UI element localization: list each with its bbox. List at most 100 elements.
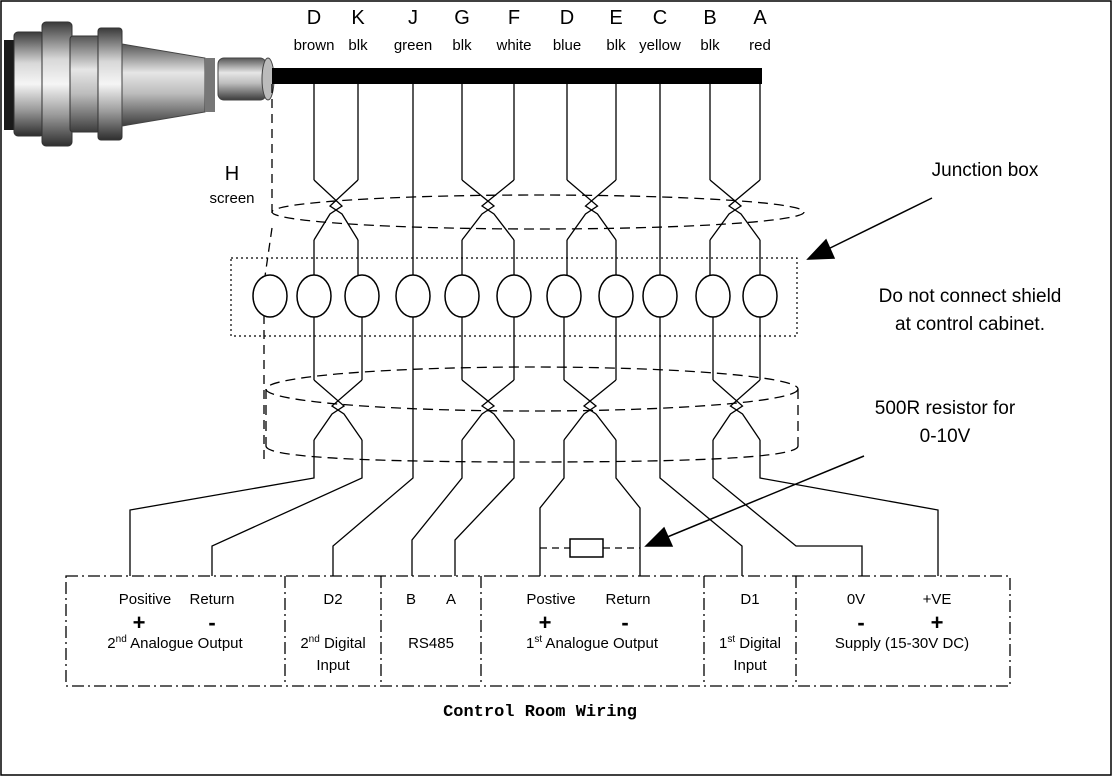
resistor-500r: [540, 538, 640, 558]
wire-supply-0v: [712, 462, 863, 576]
wire-color-label: blk: [452, 37, 472, 54]
twisted-pair-cross: [709, 179, 743, 241]
terminal-1st-analogue-output: Postive Return + - 1st Analogue Output: [526, 591, 659, 652]
twisted-pair-cross: [584, 179, 617, 241]
di2-name-line1: 2nd Digital: [300, 634, 365, 652]
terminal-2nd-digital-input: D2 2nd Digital Input: [300, 591, 365, 674]
supply-plus-sign: +: [931, 610, 944, 635]
di1-name-line2: Input: [733, 657, 767, 674]
ao1-plus-sign: +: [539, 610, 552, 635]
supply-minus-sign: -: [857, 610, 864, 635]
rs485-a-label: A: [446, 591, 456, 608]
shield-note-line1: Do not connect shield: [879, 286, 1062, 307]
terminal-screw: [642, 274, 678, 318]
resistor-note-line2: 0-10V: [920, 426, 971, 447]
control-cabinet-terminal-block: [65, 575, 1011, 687]
upper-shield-ellipse: [271, 194, 805, 230]
twisted-pair-cross: [729, 379, 761, 441]
terminal-screw: [598, 274, 634, 318]
wire-color-label: blk: [348, 37, 368, 54]
junction-terminals: [252, 274, 778, 318]
junction-box-label: Junction box: [932, 160, 1039, 181]
terminal-screw: [444, 274, 480, 318]
di2-name-line2: Input: [316, 657, 350, 674]
ao1-positive-label: Postive: [526, 591, 575, 608]
supply-plusve-label: +VE: [923, 591, 952, 608]
supply-0v-label: 0V: [847, 591, 865, 608]
wire-letter: G: [454, 7, 470, 29]
wire-ao2-positive: [129, 462, 315, 576]
twisted-pair-cross: [480, 179, 515, 241]
wire-d1: [659, 462, 743, 576]
wire-color-label: green: [394, 37, 432, 54]
di1-name-line1: 1st Digital: [719, 634, 781, 652]
supply-name: Supply (15-30V DC): [835, 635, 969, 652]
twisted-pair-cross: [330, 379, 363, 441]
wire-ao1-return: [615, 462, 641, 576]
wire-letter: B: [703, 7, 716, 29]
ao2-return-label: Return: [189, 591, 234, 608]
wire-color-label: white: [495, 37, 531, 54]
wire-letter: J: [408, 7, 418, 29]
terminal-screw: [252, 274, 288, 318]
wire-letter: F: [508, 7, 520, 29]
terminal-2nd-analogue-output: Positive Return + - 2nd Analogue Output: [107, 591, 243, 652]
terminal-supply: 0V +VE - + Supply (15-30V DC): [835, 591, 969, 652]
terminal-1st-digital-input: D1 1st Digital Input: [719, 591, 781, 674]
wire-letter: D: [307, 7, 321, 29]
ao1-minus-sign: -: [621, 610, 628, 635]
cable-connector-image: [4, 21, 275, 147]
twisted-pair-cross: [480, 379, 515, 441]
wire-color-label: blue: [553, 37, 581, 54]
terminal-screw: [695, 274, 731, 318]
wire-letter: C: [653, 7, 667, 29]
shield-wire: [263, 84, 273, 460]
wire-paths: [129, 84, 939, 576]
terminal-screw: [344, 274, 380, 318]
terminal-screw: [496, 274, 532, 318]
ao2-minus-sign: -: [208, 610, 215, 635]
twisted-pair-cross: [712, 379, 744, 441]
wire-rs485-a: [454, 462, 515, 576]
terminal-screw: [296, 274, 332, 318]
wire-color-label: red: [749, 37, 771, 54]
wire-color-label: blk: [700, 37, 720, 54]
wire-letter: K: [351, 7, 365, 29]
twisted-pair-cross: [313, 179, 344, 241]
d1-label: D1: [740, 591, 759, 608]
ao2-name: 2nd Analogue Output: [107, 634, 243, 652]
twisted-pair-cross: [727, 179, 761, 241]
d2-label: D2: [323, 591, 342, 608]
wire-d2: [332, 462, 414, 576]
twisted-pair-cross: [328, 179, 359, 241]
annotation-arrows: [644, 197, 933, 547]
terminal-screw: [395, 274, 431, 318]
wire-color-label: blk: [606, 37, 626, 54]
twisted-pair-cross: [566, 179, 599, 241]
ao1-name: 1st Analogue Output: [526, 634, 659, 652]
wire-ao1-positive: [539, 462, 565, 576]
lower-shield-cylinder: [265, 366, 799, 463]
ao1-return-label: Return: [605, 591, 650, 608]
wire-letter: E: [609, 7, 622, 29]
wire-letter: A: [753, 7, 767, 29]
wire-supply-plus: [759, 462, 939, 576]
rs485-b-label: B: [406, 591, 416, 608]
screen-label: screen: [209, 190, 254, 207]
twisted-pair-cross: [461, 179, 496, 241]
wire-rs485-b: [411, 462, 463, 576]
terminal-screw: [546, 274, 582, 318]
terminal-screw: [742, 274, 778, 318]
diagram-title: Control Room Wiring: [443, 703, 637, 722]
ao2-plus-sign: +: [133, 610, 146, 635]
screen-letter: H: [225, 163, 239, 185]
wire-color-label: yellow: [639, 37, 681, 54]
wire-letter: D: [560, 7, 574, 29]
ao2-positive-label: Positive: [119, 591, 172, 608]
shield-note-line2: at control cabinet.: [895, 314, 1045, 335]
wire-ao2-return: [211, 462, 363, 576]
twisted-pair-cross: [313, 379, 346, 441]
wire-color-label: brown: [294, 37, 335, 54]
